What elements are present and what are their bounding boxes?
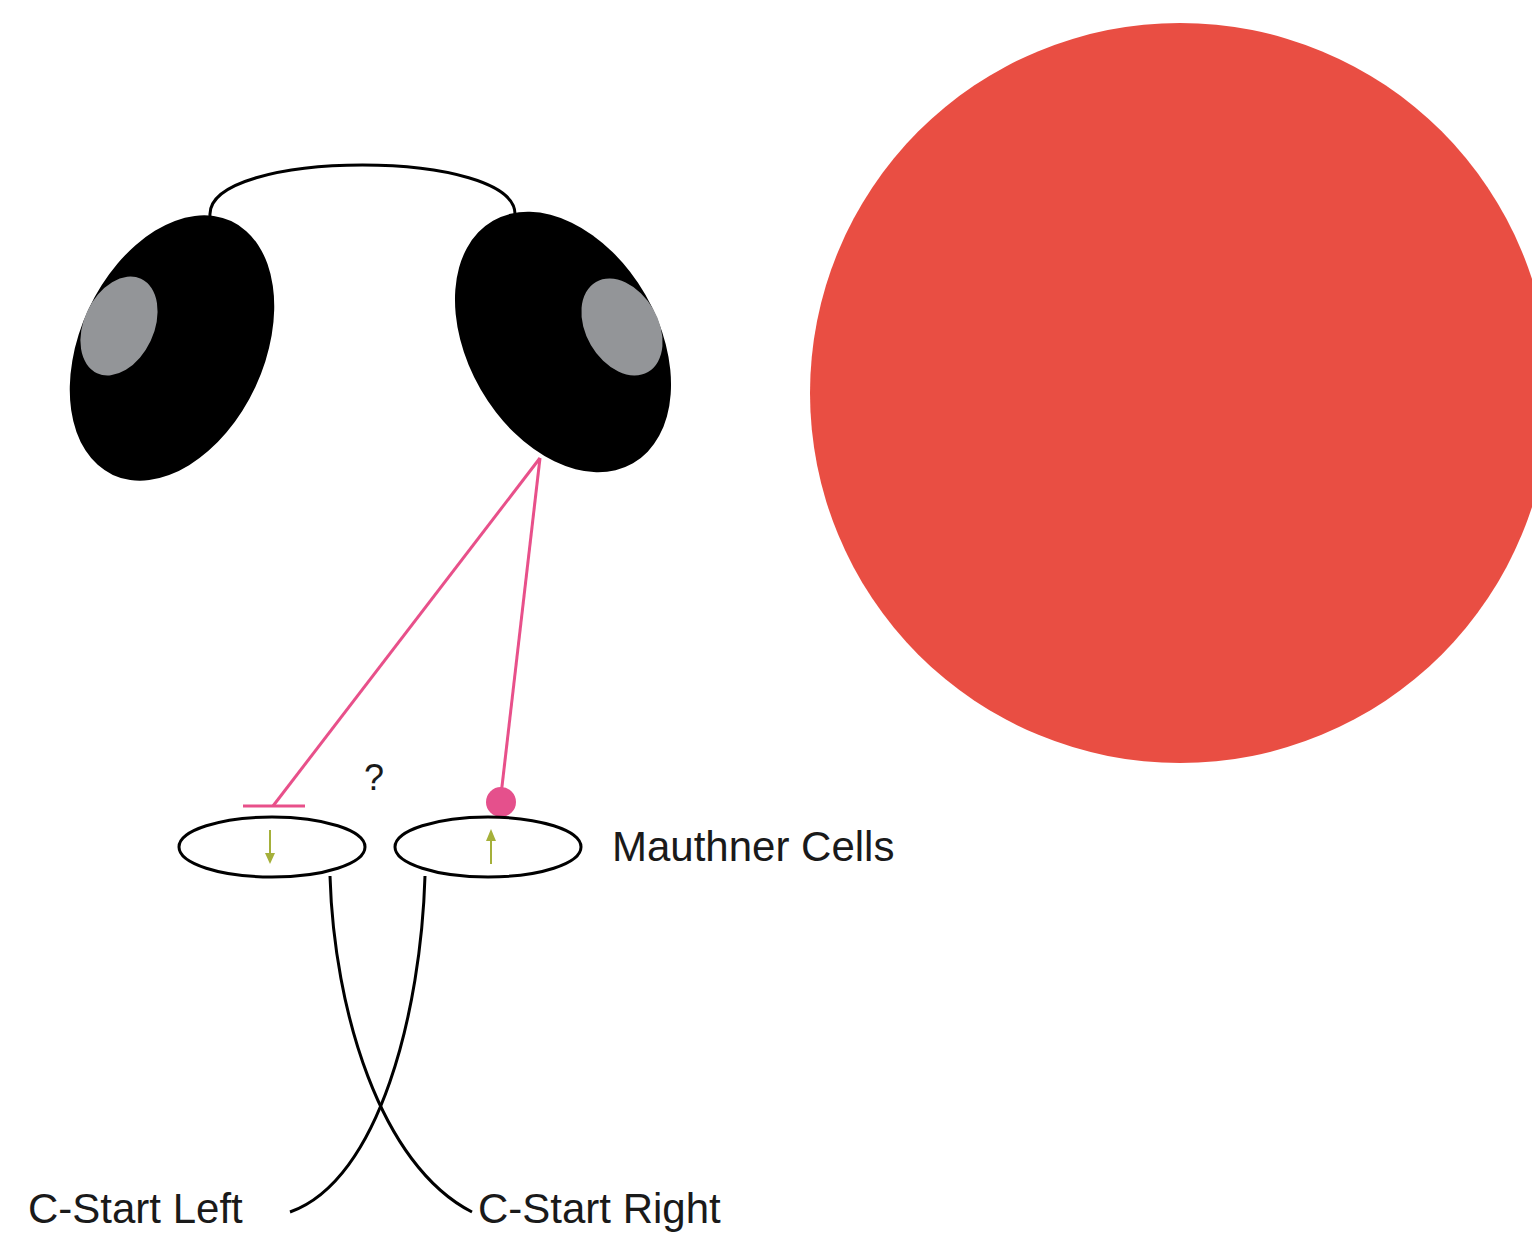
right-eye bbox=[411, 173, 716, 510]
stimulus-circle bbox=[810, 23, 1532, 763]
question-mark: ? bbox=[364, 756, 384, 799]
output-label: C-Start Left bbox=[28, 1184, 243, 1234]
left-eye bbox=[29, 182, 314, 514]
cell-label: Mauthner Cells bbox=[612, 822, 894, 872]
mauthner-cell-left bbox=[179, 817, 365, 877]
excitatory-projection bbox=[501, 458, 540, 795]
inhibitory-projection bbox=[273, 458, 540, 806]
left-pupil bbox=[65, 264, 172, 388]
down-arrow bbox=[265, 830, 275, 864]
inhibitory-bar bbox=[243, 805, 305, 808]
output-label: C-Start Right bbox=[478, 1184, 721, 1234]
up-arrow bbox=[486, 829, 496, 864]
head-arc bbox=[210, 165, 515, 216]
excitatory-synapse bbox=[486, 787, 516, 817]
right-axon bbox=[290, 876, 425, 1212]
right-pupil bbox=[565, 264, 679, 390]
mauthner-cell-right bbox=[395, 817, 581, 877]
